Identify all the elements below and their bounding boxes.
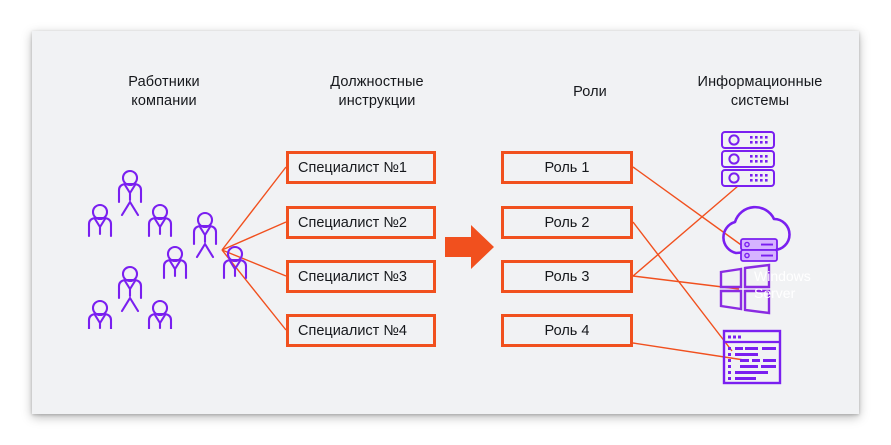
column-title-roles: Роли <box>573 84 607 100</box>
server-stack-icon <box>720 130 782 197</box>
role-box-label: Роль 1 <box>544 159 590 176</box>
job-box-1[interactable]: Специалист №1 <box>286 151 436 184</box>
role-box-label: Роль 2 <box>544 214 590 231</box>
role-box-label: Роль 3 <box>544 268 590 285</box>
job-box-label: Специалист №1 <box>298 159 407 176</box>
job-box-label: Специалист №2 <box>298 214 407 231</box>
role-box-1[interactable]: Роль 1 <box>501 151 633 184</box>
windows-logo-icon <box>718 263 772 320</box>
job-box-3[interactable]: Специалист №3 <box>286 260 436 293</box>
arrow-right-icon <box>445 223 495 276</box>
role-box-4[interactable]: Роль 4 <box>501 314 633 347</box>
column-title-job-descriptions: Должностные инструкции <box>330 74 424 109</box>
column-title-information-systems: Информационные системы <box>697 74 823 109</box>
job-box-label: Специалист №4 <box>298 322 407 339</box>
role-box-label: Роль 4 <box>544 322 590 339</box>
role-box-2[interactable]: Роль 2 <box>501 206 633 239</box>
cloud-server-icon <box>716 201 794 268</box>
windows-server-label: Windows Server <box>754 268 811 301</box>
job-box-4[interactable]: Специалист №4 <box>286 314 436 347</box>
job-box-label: Специалист №3 <box>298 268 407 285</box>
role-box-3[interactable]: Роль 3 <box>501 260 633 293</box>
code-window-icon <box>722 329 784 392</box>
job-box-2[interactable]: Специалист №2 <box>286 206 436 239</box>
column-title-employees: Работники компании <box>128 74 200 109</box>
people-group-icon <box>78 169 278 334</box>
diagram-card: Работники компании Должностные инструкци… <box>32 31 859 414</box>
